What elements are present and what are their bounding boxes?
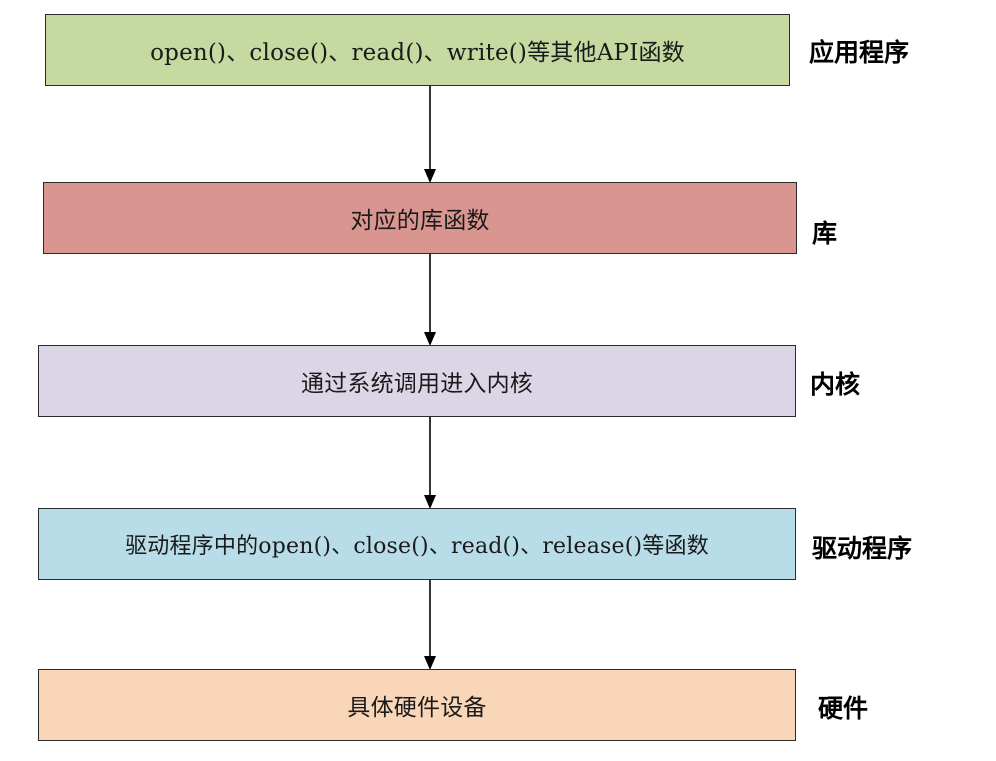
- layer-box-lib: 对应的库函数: [43, 182, 797, 254]
- layer-box-hardware-text: 具体硬件设备: [347, 695, 487, 721]
- layer-box-driver: 驱动程序中的open()、close()、read()、release()等函数: [38, 508, 796, 580]
- layer-label-lib: 库: [812, 219, 838, 248]
- layer-label-driver: 驱动程序: [812, 534, 913, 563]
- arrowhead-app-to-lib: [424, 169, 436, 183]
- layer-box-driver-text: 驱动程序中的open()、close()、read()、release()等函数: [125, 534, 709, 559]
- arrowhead-lib-to-kernel: [424, 332, 436, 346]
- layer-box-kernel-text: 通过系统调用进入内核: [301, 371, 533, 397]
- layer-box-app-text: open()、close()、read()、write()等其他API函数: [150, 40, 685, 66]
- layer-label-app: 应用程序: [809, 38, 910, 67]
- arrowhead-kernel-to-driver: [424, 495, 436, 509]
- layer-box-app: open()、close()、read()、write()等其他API函数: [45, 14, 790, 86]
- layer-label-kernel: 内核: [810, 370, 861, 399]
- layer-box-kernel: 通过系统调用进入内核: [38, 345, 796, 417]
- layer-label-hardware: 硬件: [818, 694, 869, 723]
- layer-box-hardware: 具体硬件设备: [38, 669, 796, 741]
- layer-box-lib-text: 对应的库函数: [350, 208, 490, 234]
- arrowhead-driver-to-hardware: [424, 656, 436, 670]
